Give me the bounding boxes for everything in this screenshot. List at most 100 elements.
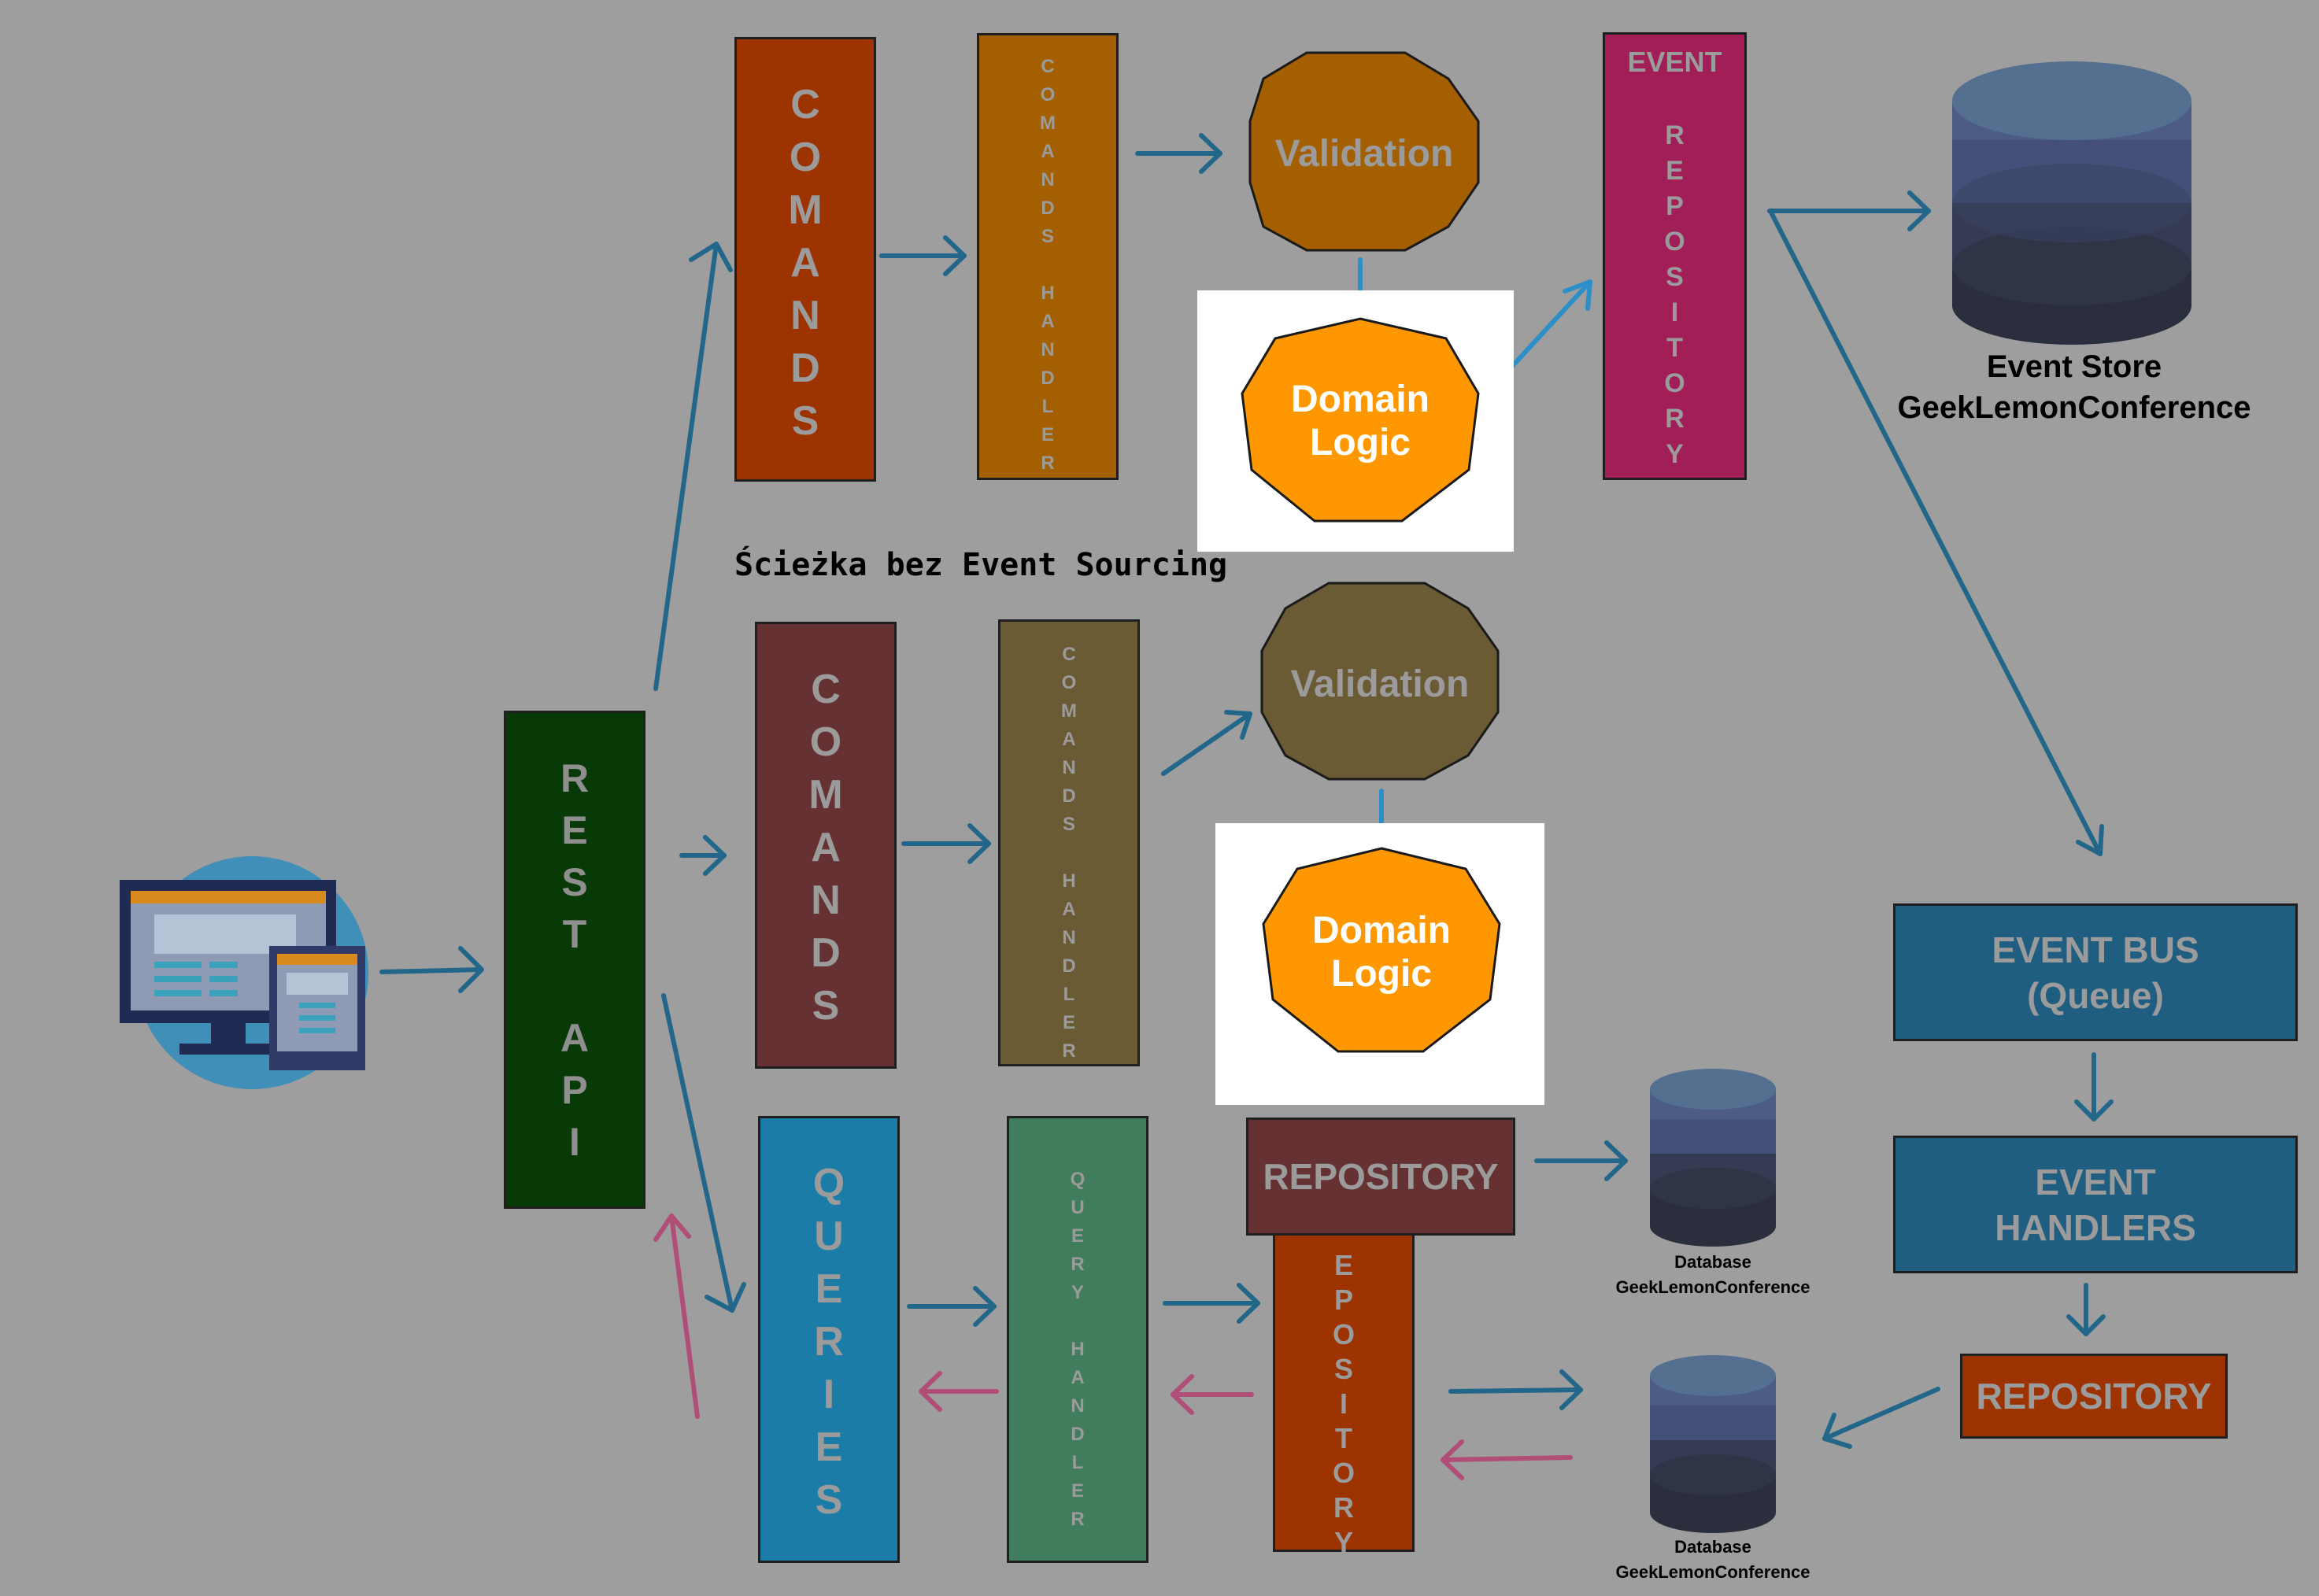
vertical-letter: N [1062,927,1076,948]
vertical-letter: T [1666,333,1683,363]
arrow-query-handler-to-queries [919,1371,999,1412]
vertical-letter: R [1071,1254,1085,1275]
section-title: Ścieżka bez Event Sourcing [734,547,1228,583]
vertical-letter: Y [1666,439,1684,469]
vertical-letter: I [569,1120,580,1164]
vertical-letter: D [1062,785,1076,807]
arrow-device-to-rest [379,946,484,993]
arrow-mid-handler-to-validation [1161,710,1252,776]
vertical-letter: M [1061,700,1077,722]
vertical-letter: O [1332,1318,1355,1350]
event-bus-box: EVENT BUS (Queue) [1893,903,2298,1041]
arrow-repository-to-low-db [1822,1387,1940,1449]
low-database-title: Database [1674,1537,1751,1557]
vertical-letter: O [1061,672,1077,693]
arrow-mid-repository-to-db [1534,1140,1628,1181]
vertical-letter: E [561,808,588,852]
event-bus-label: EVENT BUS (Queue) [1896,906,2295,1039]
arrow-repo-to-query-handler [1171,1374,1254,1415]
vertical-letter: E [1071,1225,1084,1247]
vertical-letter: C [790,82,820,127]
vertical-letter: R [814,1319,844,1365]
vertical-letter: H [1062,870,1076,892]
vertical-letter: U [1071,1197,1085,1218]
vertical-letter: A [1071,1367,1085,1388]
top-domain-word: Domain [1290,379,1429,420]
vertical-letter: E [1062,1012,1075,1033]
vertical-letter: D [1041,368,1055,389]
vertical-letter: S [791,398,819,444]
vertical-letter: M [808,772,843,818]
vertical-letter: A [811,825,841,870]
vertical-letter: S [815,1477,843,1523]
mid-database-title: Database [1674,1252,1751,1272]
vertical-letter: S [1666,262,1684,292]
vertical-letter: L [1071,1452,1084,1473]
arrow-queries-to-handler [907,1286,997,1327]
mid-logic-word: Logic [1331,953,1432,996]
mid-domain-word: Domain [1311,910,1451,951]
vertical-letter: I [1670,297,1679,327]
low-database-name: GeekLemonConference [1615,1562,1810,1582]
vertical-letter: L [1063,984,1075,1005]
vertical-letter: E [1071,1480,1084,1502]
event-store-name: GeekLemonConference [1897,390,2251,425]
vertical-letter: S [1333,1353,1353,1385]
vertical-letter: L [1041,396,1054,417]
vertical-letter: A [1041,141,1055,162]
mid-domain-logic-label: Domain Logic [1263,909,1500,996]
vertical-letter: R [1071,1509,1085,1530]
vertical-letter: S [561,860,588,904]
mid-validation-label: Validation [1290,663,1470,705]
vertical-letter: O [1664,368,1685,398]
vertical-letter: T [1335,1422,1352,1454]
event-handlers-box: EVENT HANDLERS [1893,1136,2298,1273]
vertical-letter: N [1041,169,1055,190]
event-bus-subtitle: (Queue) [2027,974,2164,1016]
vertical-letter: O [1332,1457,1355,1489]
event-store-label: Event Store GeekLemonConference [1873,346,2275,428]
vertical-letter: Y [1333,1526,1353,1558]
low-database-label: Database GeekLemonConference [1603,1535,1823,1585]
arrow-low-db-to-repo [1441,1439,1573,1480]
vertical-letter: E [1041,424,1054,445]
arrow-mid-commands-to-handler [901,823,991,864]
vertical-letter: R [1665,120,1685,150]
vertical-letter: M [1040,113,1056,134]
vertical-letter: A [1062,899,1076,920]
vertical-letter: D [1041,198,1055,219]
vertical-letter: N [1071,1395,1085,1417]
arrow-handlers-to-repository [2066,1283,2106,1336]
vertical-letter: Q [812,1161,845,1206]
top-domain-logic-label: Domain Logic [1244,378,1477,464]
arrow-event-repo-to-bus [1769,210,2104,856]
arrow-repo-to-low-db [1448,1369,1583,1410]
event-handlers-subtitle: HANDLERS [1995,1206,2196,1248]
arrow-top-handler-to-validation [1135,133,1222,174]
vertical-letter: I [1339,1387,1348,1420]
vertical-letter: P [1333,1284,1353,1316]
vertical-letter: E [1333,1249,1353,1281]
event-repository-title: EVENT [1627,46,1722,78]
vertical-letter: S [812,983,840,1029]
vertical-letter: O [1664,227,1685,257]
vertical-letter: N [811,877,841,923]
